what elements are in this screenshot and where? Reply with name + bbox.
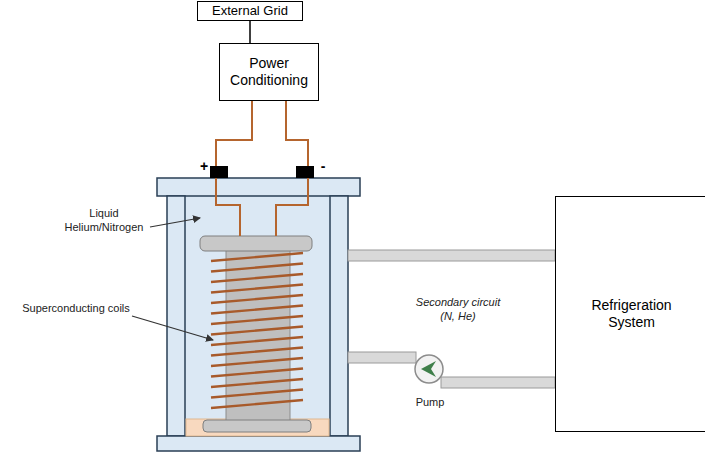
refrigeration-box: Refrigeration System: [555, 196, 705, 432]
supply-pipe: [441, 377, 555, 388]
pump-symbol: [415, 355, 443, 383]
positive-terminal: [210, 166, 228, 178]
coil-winding: [211, 369, 303, 377]
right-wall: [330, 196, 348, 436]
node-text: External Grid: [212, 3, 288, 19]
coil-winding: [211, 400, 303, 408]
pump-arrow: [421, 361, 436, 377]
connector-line: [249, 21, 251, 43]
coil-winding: [211, 264, 303, 272]
node-text: Refrigeration System: [577, 297, 687, 331]
coil-winding: [211, 274, 303, 282]
circuit-label: Secondary circuit (N, He): [408, 296, 508, 324]
wire: [276, 178, 308, 236]
coil-winding: [211, 390, 303, 398]
coil-winding: [211, 306, 303, 314]
top-flange: [200, 236, 312, 251]
bottom-flange: [203, 420, 311, 432]
top-plate: [157, 178, 360, 196]
negative-terminal: [296, 166, 314, 178]
leader-arrow: [132, 316, 213, 340]
coil-winding: [211, 253, 303, 261]
coil-winding: [211, 327, 303, 335]
leader-arrow: [150, 218, 200, 227]
coil-winding: [211, 285, 303, 293]
supply-pipe: [348, 352, 416, 363]
coil-winding: [211, 295, 303, 303]
coil-winding: [211, 348, 303, 356]
coil-winding: [211, 379, 303, 387]
power-conditioning-box: Power Conditioning: [219, 43, 319, 101]
base-pad: [186, 419, 329, 436]
left-wall: [167, 196, 185, 436]
power-wires: [216, 101, 308, 236]
return-pipe: [348, 250, 555, 261]
bottom-plate: [157, 436, 360, 451]
terminal-sign: -: [317, 158, 329, 176]
coil-label: Superconducting coils: [22, 302, 130, 316]
coil-windings: [211, 253, 303, 408]
wire: [216, 178, 240, 236]
coil-winding: [211, 337, 303, 345]
node-text: Power Conditioning: [223, 55, 315, 89]
coil-winding: [211, 316, 303, 324]
wire: [286, 101, 308, 166]
pump-label: Pump: [405, 396, 455, 410]
grid-box: External Grid: [197, 1, 303, 21]
coil-winding: [211, 358, 303, 366]
terminal-sign: +: [198, 158, 210, 176]
cryogen-fill: [185, 196, 330, 436]
cryogen-label: Liquid Helium/Nitrogen: [58, 207, 150, 235]
wire: [216, 101, 252, 166]
